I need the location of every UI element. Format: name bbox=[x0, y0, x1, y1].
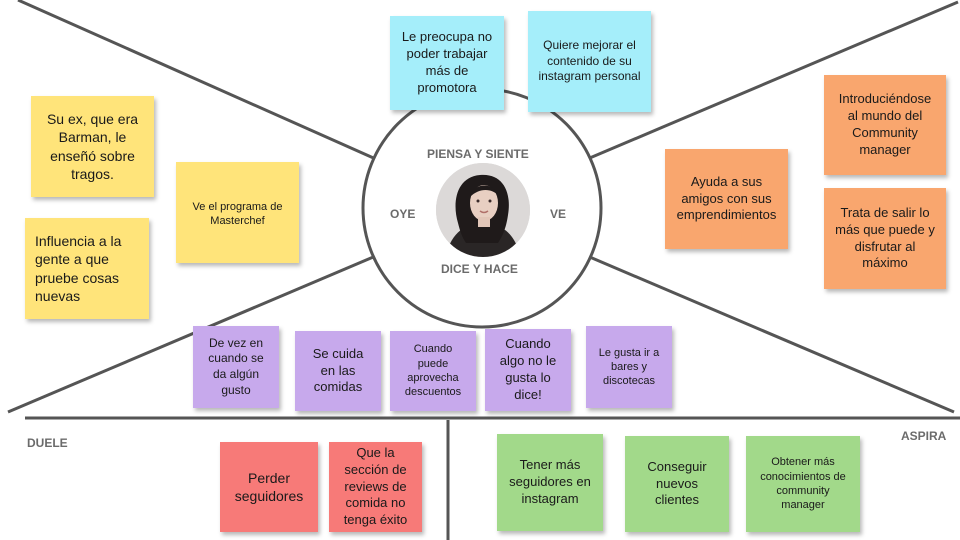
sticky-note: Trata de salir lo más que puede y disfru… bbox=[824, 188, 946, 289]
sticky-note: Se cuida en las comidas bbox=[295, 331, 381, 411]
sticky-note: Influencia a la gente a que pruebe cosas… bbox=[25, 218, 149, 319]
person-photo-icon bbox=[436, 163, 530, 257]
dice-y-hace-label: DICE Y HACE bbox=[441, 262, 518, 276]
sticky-note: Le preocupa no poder trabajar más de pro… bbox=[390, 16, 504, 110]
sticky-note: Conseguir nuevos clientes bbox=[625, 436, 729, 532]
sticky-note: Ve el programa de Masterchef bbox=[176, 162, 299, 263]
divider-top-left bbox=[17, 0, 379, 162]
sticky-note: Le gusta ir a bares y discotecas bbox=[586, 326, 672, 408]
oye-label: OYE bbox=[390, 207, 416, 221]
sticky-note: Obtener más conocimientos de community m… bbox=[746, 436, 860, 532]
sticky-note: Su ex, que era Barman, le enseñó sobre t… bbox=[31, 96, 154, 197]
sticky-note: Quiere mejorar el contenido de su instag… bbox=[528, 11, 651, 112]
avatar-photo bbox=[436, 163, 530, 257]
sticky-note: Ayuda a sus amigos con sus emprendimient… bbox=[665, 149, 788, 249]
sticky-note: Cuando algo no le gusta lo dice! bbox=[485, 329, 571, 411]
divider-top-right bbox=[584, 0, 959, 162]
sticky-note: De vez en cuando se da algún gusto bbox=[193, 326, 279, 408]
sticky-note: Perder seguidores bbox=[220, 442, 318, 532]
aspira-label: ASPIRA bbox=[901, 429, 947, 443]
sticky-note: Introduciéndose al mundo del Community m… bbox=[824, 75, 946, 175]
piensa-y-siente-label: PIENSA Y SIENTE bbox=[427, 147, 529, 161]
divider-bottom-right bbox=[584, 253, 955, 414]
sticky-note: Cuando puede aprovecha descuentos bbox=[390, 331, 476, 411]
sticky-note: Que la sección de reviews de comida no t… bbox=[329, 442, 422, 532]
duele-label: DUELE bbox=[27, 436, 68, 450]
sticky-note: Tener más seguidores en instagram bbox=[497, 434, 603, 531]
ve-label: VE bbox=[550, 207, 567, 221]
